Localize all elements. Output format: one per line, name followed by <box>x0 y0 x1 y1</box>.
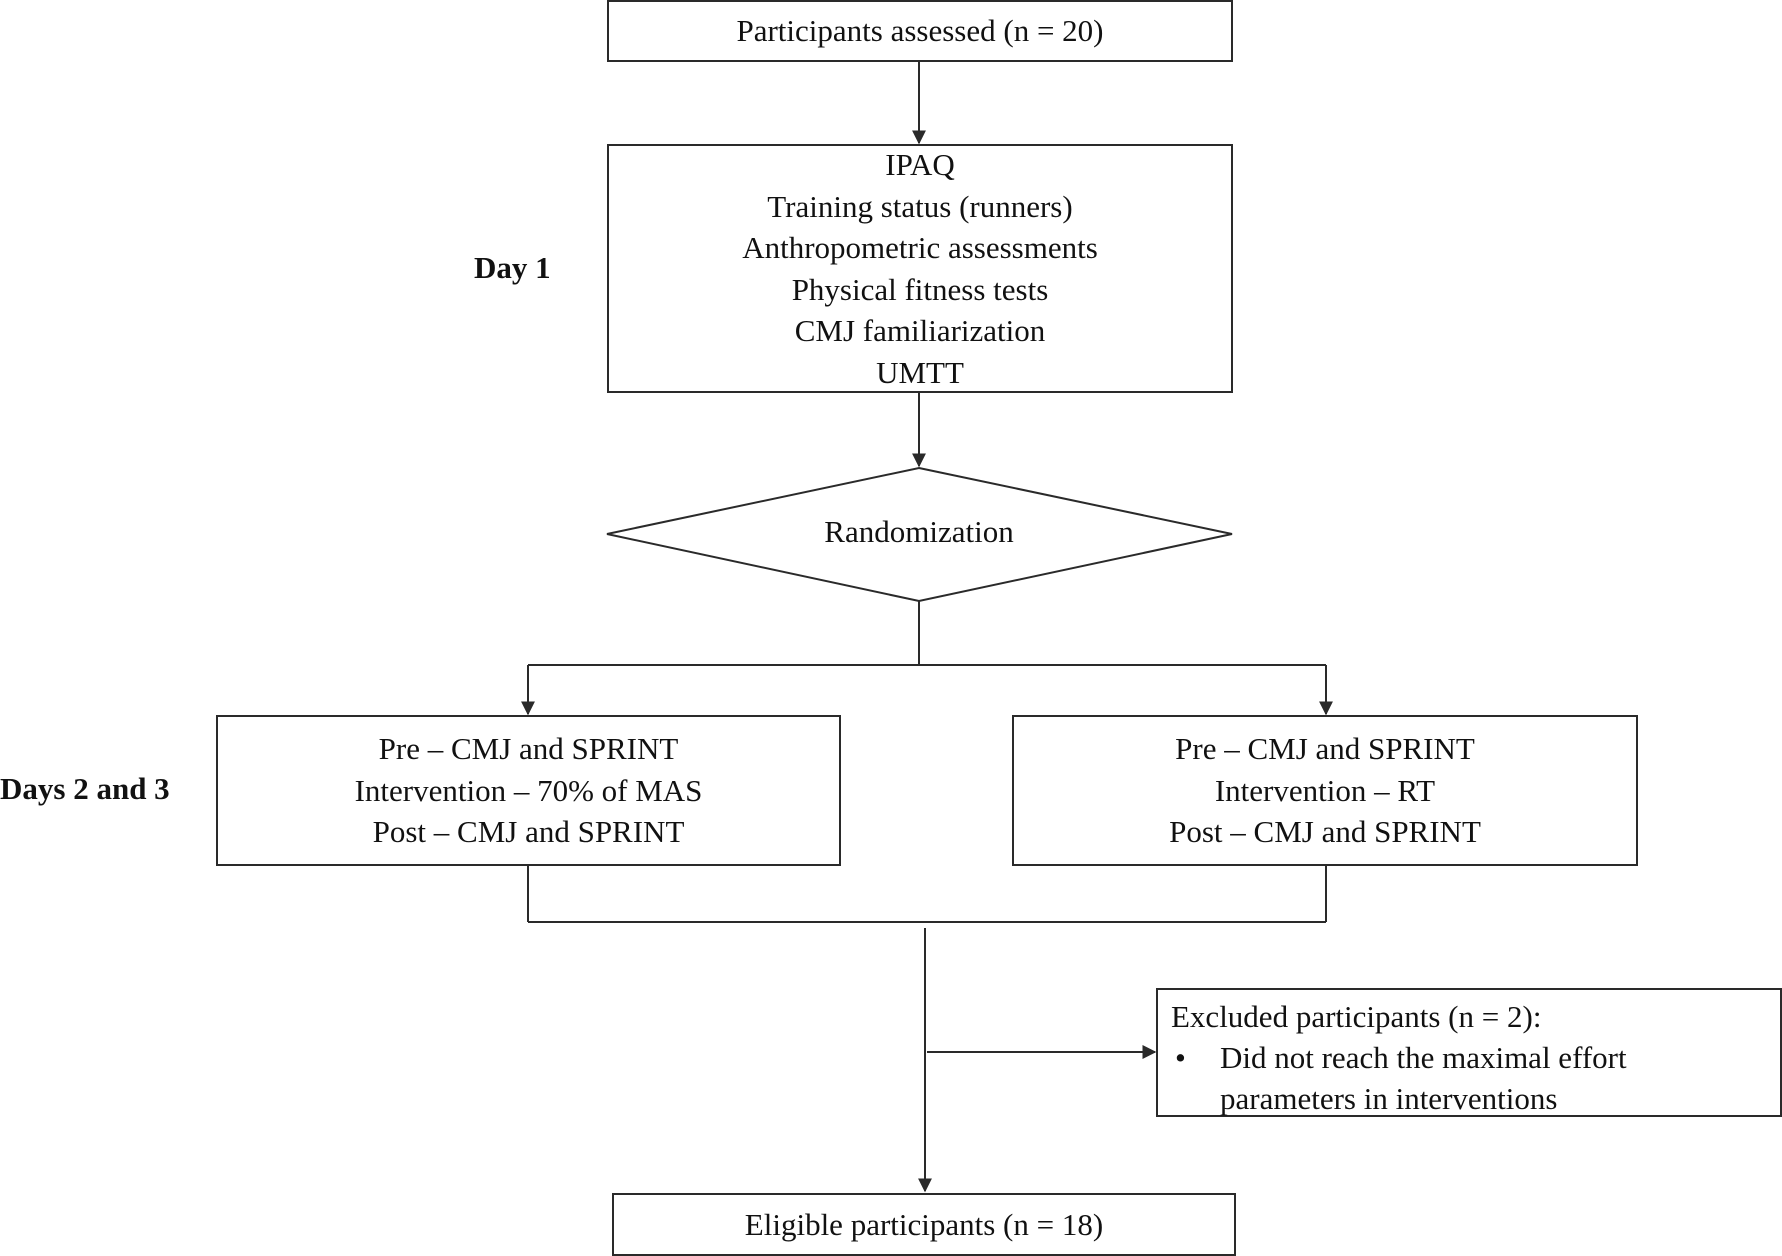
day1-item: Training status (runners) <box>767 188 1073 224</box>
phase-label-day1: Day 1 <box>474 250 551 285</box>
day1-item: Anthropometric assessments <box>742 230 1098 265</box>
randomization-label: Randomization <box>824 514 1014 549</box>
participants-assessed-text: Participants assessed (n = 20) <box>736 13 1104 49</box>
arm-mas-intervention: Intervention – 70% of MAS <box>354 772 703 808</box>
bullet-marker: • <box>1175 1040 1186 1075</box>
arm-rt-post: Post – CMJ and SPRINT <box>1169 814 1481 850</box>
day1-procedures-box: IPAQ Training status (runners) Anthropom… <box>607 144 1233 393</box>
excluded-reason-line1: Did not reach the maximal effort <box>1220 1040 1627 1075</box>
day1-item: IPAQ <box>885 147 955 182</box>
excluded-reason-line2: parameters in interventions <box>1220 1081 1558 1116</box>
excluded-title: Excluded participants (n = 2): <box>1171 999 1542 1034</box>
phase-label-days-2-3: Days 2 and 3 <box>0 771 170 806</box>
eligible-participants-box: Eligible participants (n = 18) <box>612 1193 1236 1256</box>
arm-rt-intervention: Intervention – RT <box>1214 772 1436 808</box>
day1-item: Physical fitness tests <box>791 271 1049 307</box>
arm-mas-post: Post – CMJ and SPRINT <box>372 814 685 850</box>
excluded-participants-box: Excluded participants (n = 2): • Did not… <box>1156 988 1782 1117</box>
excluded-reason-continued: parameters in interventions <box>1171 1078 1780 1119</box>
day1-item: CMJ familiarization <box>794 313 1046 348</box>
arm-mas-pre: Pre – CMJ and SPRINT <box>378 731 679 767</box>
eligible-participants-text: Eligible participants (n = 18) <box>744 1206 1104 1242</box>
excluded-reason: • Did not reach the maximal effort <box>1171 1037 1780 1078</box>
day1-item: UMTT <box>876 354 964 390</box>
intervention-arm-mas-box: Pre – CMJ and SPRINT Intervention – 70% … <box>216 715 841 866</box>
arm-rt-pre: Pre – CMJ and SPRINT <box>1175 731 1475 767</box>
participants-assessed-box: Participants assessed (n = 20) <box>607 0 1233 62</box>
intervention-arm-rt-box: Pre – CMJ and SPRINT Intervention – RT P… <box>1012 715 1638 866</box>
